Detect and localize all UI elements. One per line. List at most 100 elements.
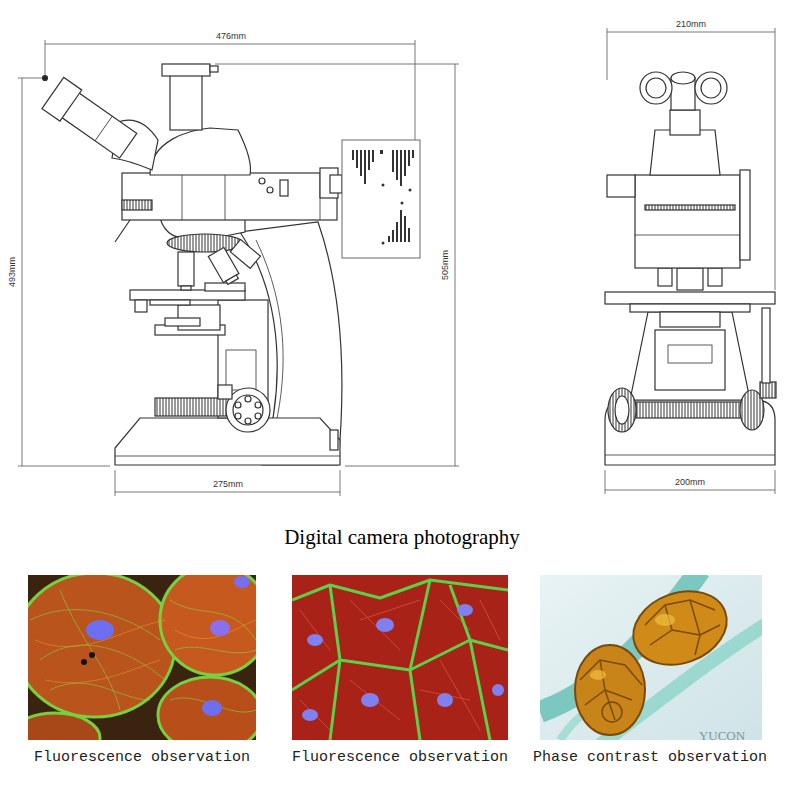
filter-panel [408,228,410,242]
microscope-front-view [608,388,636,432]
microscope-front-view [762,308,770,383]
microscope-front-view [646,78,666,98]
phase-contrast-photo [605,690,615,720]
phase-contrast-photo [655,614,675,626]
phase-contrast-photo [580,660,642,722]
filter-panel [400,150,402,186]
microscope-side-view [150,128,251,175]
microscope-side-view [122,200,152,210]
phase-contrast-photo [695,635,700,655]
fluorescence-photo [330,660,340,740]
microscope-side-view [230,239,260,268]
microscope-side-view [135,300,147,312]
filter-panel [409,189,412,192]
fluorescence-photo [202,700,222,716]
microscope-side-view [226,350,256,390]
fluorescence-photo [158,677,256,740]
microscope-side-view [233,395,263,425]
filter-panel [360,150,362,176]
microscope-side-view [245,396,251,402]
fluorescence-photo [340,580,430,670]
phase-contrast-photo [585,660,605,705]
microscope-front-view [655,330,725,390]
dimension-lines [18,466,110,467]
microscope-front-view [605,455,775,456]
fluorescence-photo [30,610,160,640]
dimension-lines [115,492,340,493]
dimension-label: 210mm [674,20,708,30]
microscope-side-view [115,456,340,457]
dimension-lines [605,470,606,494]
filter-panel [404,150,406,176]
microscope-front-view [677,268,703,290]
microscope-front-view [670,110,700,135]
fluorescence-photo [361,693,379,707]
filter-panel [352,150,354,160]
microscope-side-view [259,178,265,184]
filter-panel [364,150,366,184]
microscope-side-view [182,173,183,220]
microscope-side-view [115,418,340,465]
filter-panel [372,150,374,162]
fluorescence-photo [437,693,453,707]
fluorescence-photo [350,680,400,720]
phase-contrast-photo [590,670,606,680]
fluorescence-photo [45,660,160,683]
microscope-side-view [181,286,191,290]
dimension-label: 200mm [673,478,707,488]
microscope-front-view [636,402,744,418]
microscope-front-view [650,130,720,175]
microscope-side-view [42,77,139,161]
microscope-front-view [640,72,672,104]
microscope-front-view [668,345,712,363]
microscope-side-view [226,275,238,284]
filter-panel [356,150,358,168]
phase-contrast-photo [645,600,720,655]
filter-panel [392,230,394,242]
microscope-side-view [95,116,112,141]
fluorescence-photo [292,575,508,740]
filter-panel [412,150,414,158]
fluorescence-photo [492,684,504,696]
filter-panel [401,202,404,205]
microscope-side-view [245,418,251,424]
filter-panel [352,150,414,245]
microscope-front-view [708,268,722,286]
fluorescence-photo [410,640,508,670]
microscope-side-view [170,75,202,130]
microscope-front-view [695,72,727,104]
microscope-front-view [660,312,720,327]
fluorescence-photo [60,590,120,710]
fluorescence-photo [300,610,330,650]
microscope-front-view [740,170,750,260]
microscope-side-view [225,173,226,220]
fluorescence-photo [292,580,508,740]
fluorescence-photo [28,713,100,740]
fluorescence-photo [30,590,256,712]
microscope-side-view [162,64,210,76]
microscope-side-view [43,76,48,81]
microscope-front-view [671,72,695,84]
microscope-side-view [165,318,200,326]
microscope-side-view [42,77,82,121]
dimension-lines [345,466,459,467]
photo-caption: Phase contrast observation [533,750,767,767]
fluorescence-photo [410,670,420,740]
dimension-lines [605,490,775,491]
phase-contrast-photo [602,702,622,722]
fluorescence-photo [160,575,256,675]
phase-contrast-photo [605,690,632,700]
phase-contrast-photo [575,645,645,735]
dimension-lines [455,64,456,466]
filter-panel [408,150,410,166]
microscope-side-view [150,300,190,305]
dimension-lines [45,40,46,80]
watermark: YUCON [699,729,745,743]
fluorescence-photo [175,620,256,639]
fluorescence-photo [50,683,150,700]
microscope-front-view [605,292,775,304]
filter-panel [400,210,402,242]
microscope-side-view [122,173,337,220]
microscope-side-view [230,239,260,268]
